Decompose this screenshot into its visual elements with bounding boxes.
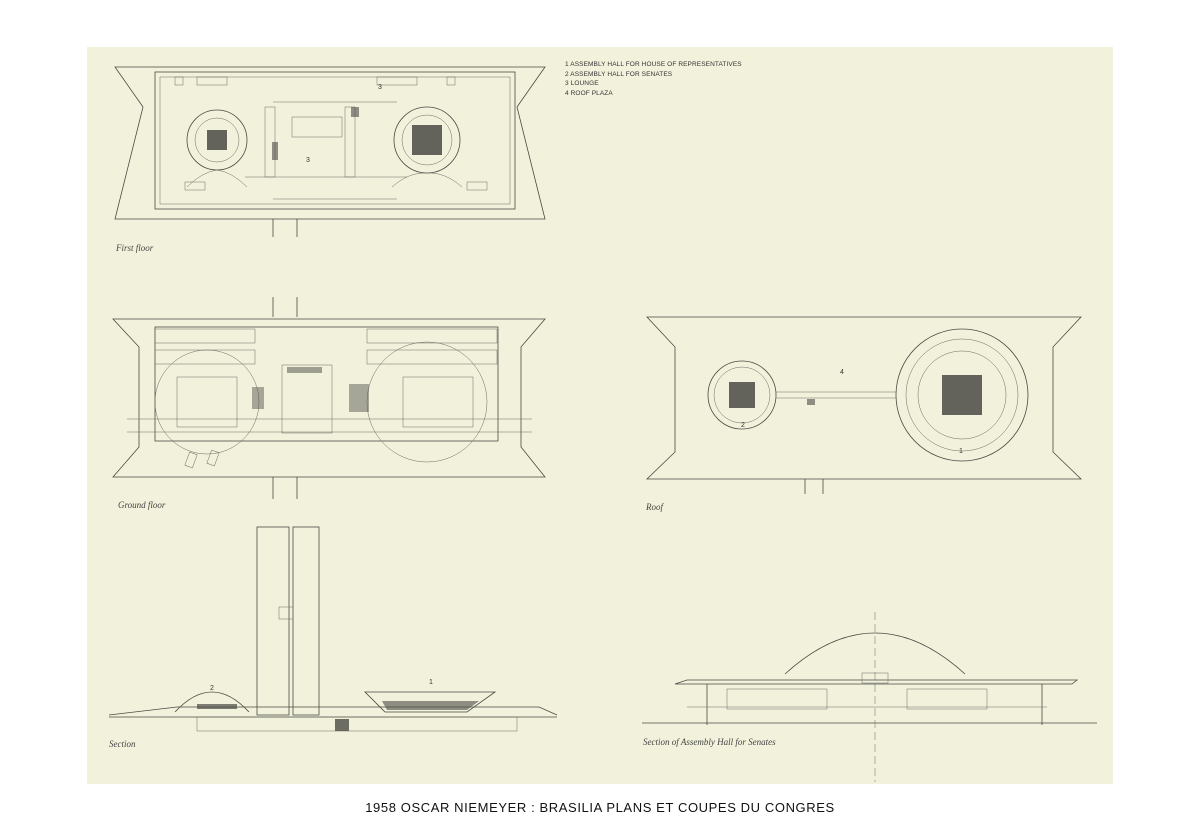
senate-hall-section xyxy=(642,612,1097,782)
lounge-label: 3 xyxy=(378,84,382,91)
caption-section: Section xyxy=(109,739,136,749)
lounge-label: 3 xyxy=(306,157,310,164)
house-hall-label: 1 xyxy=(959,448,963,455)
ground-floor-plan xyxy=(112,297,546,499)
drawing-legend: 1 ASSEMBLY HALL FOR HOUSE OF REPRESENTAT… xyxy=(565,60,742,98)
architectural-drawings: 3 3 xyxy=(108,66,1097,782)
page-footer-title: 1958 OSCAR NIEMEYER : BRASILIA PLANS ET … xyxy=(365,800,835,815)
section-label: 1 xyxy=(429,679,433,686)
legend-item: 1 ASSEMBLY HALL FOR HOUSE OF REPRESENTAT… xyxy=(565,61,742,68)
senate-hall-label: 2 xyxy=(741,422,745,429)
drawing-sheet: 3 3 xyxy=(87,47,1113,784)
caption-senate-section: Section of Assembly Hall for Senates xyxy=(643,737,776,747)
legend-item: 3 LOUNGE xyxy=(565,80,599,87)
first-floor-plan: 3 3 xyxy=(114,66,546,237)
caption-first-floor: First floor xyxy=(116,243,154,253)
roof-plan: 4 2 1 xyxy=(646,316,1082,494)
section-drawing: 2 1 xyxy=(108,526,558,732)
legend-item: 2 ASSEMBLY HALL FOR SENATES xyxy=(565,70,673,78)
roof-plaza-label: 4 xyxy=(840,369,844,376)
legend-item: 4 ROOF PLAZA xyxy=(565,89,613,97)
caption-roof: Roof xyxy=(646,502,663,512)
caption-ground-floor: Ground floor xyxy=(118,500,166,510)
section-label: 2 xyxy=(210,685,214,692)
